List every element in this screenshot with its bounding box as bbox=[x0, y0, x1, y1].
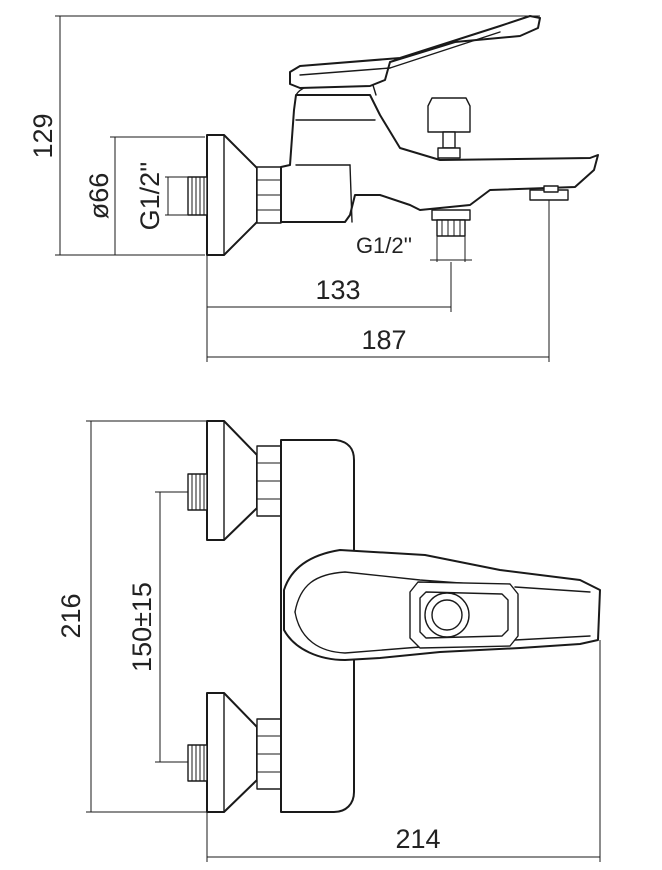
overall-width-label: 214 bbox=[395, 824, 440, 854]
lower-inlet-thread-front bbox=[187, 744, 208, 782]
outlet-thread-label: G1/2'' bbox=[356, 233, 412, 258]
inlet-thread-side bbox=[187, 176, 208, 216]
lever-handle-side bbox=[289, 15, 541, 89]
diameter-label: ø66 bbox=[84, 173, 114, 220]
outlet-thread-side bbox=[431, 209, 471, 221]
front-view: 216 150±15 bbox=[56, 420, 601, 862]
upper-flange-front bbox=[206, 420, 258, 541]
lower-flange-front bbox=[206, 692, 258, 813]
mixer-body-side bbox=[280, 94, 599, 223]
side-view: 129 ø66 G1/2'' bbox=[28, 15, 599, 362]
overall-depth-label: 187 bbox=[361, 325, 406, 355]
inlet-thread-label: G1/2'' bbox=[135, 162, 165, 231]
overall-height-label: 216 bbox=[56, 593, 86, 638]
upper-inlet-thread-front bbox=[187, 473, 208, 511]
wall-flange-side bbox=[206, 134, 258, 256]
outlet-distance-label: 133 bbox=[315, 275, 360, 305]
height-label: 129 bbox=[28, 113, 58, 158]
centers-label: 150±15 bbox=[127, 582, 157, 672]
diverter-knob-side bbox=[427, 97, 471, 133]
